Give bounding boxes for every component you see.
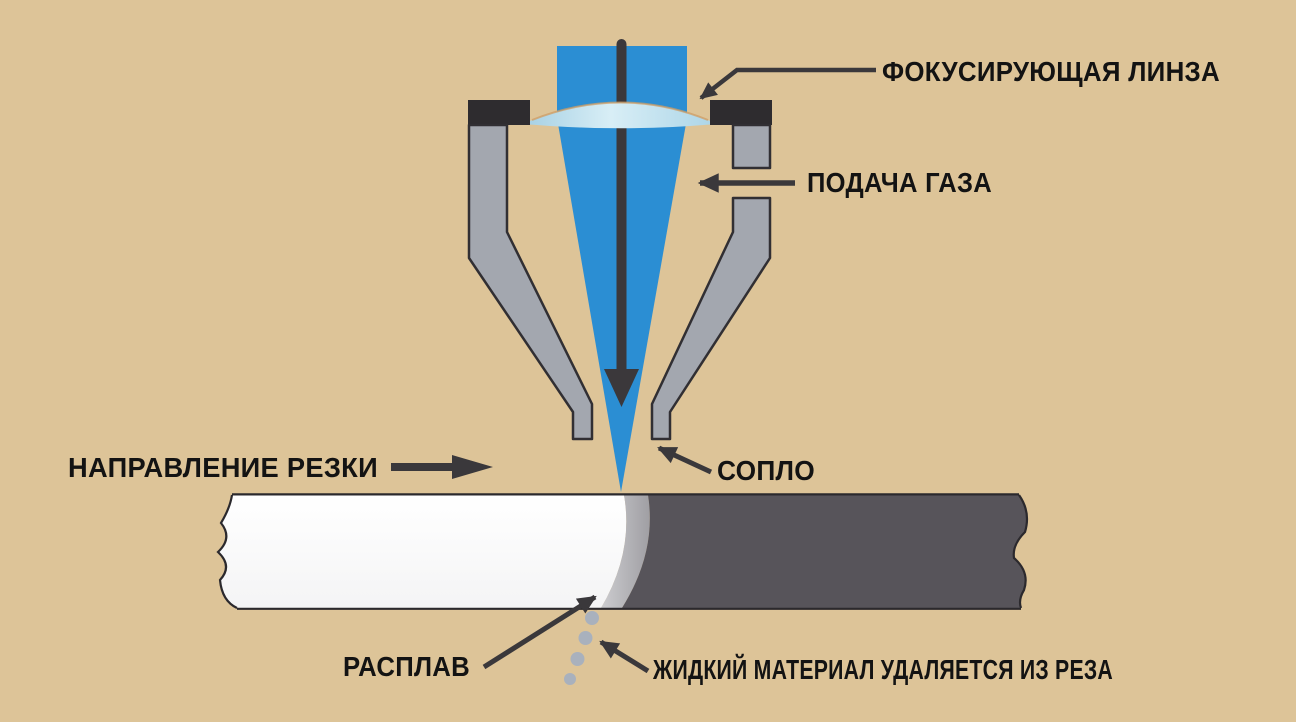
cutting-direction-label: НАПРАВЛЕНИЕ РЕЗКИ xyxy=(68,452,378,483)
nozzle-housing xyxy=(467,123,772,441)
focusing-lens-label: ФОКУСИРУЮЩАЯ ЛИНЗА xyxy=(882,56,1220,87)
melt-droplet xyxy=(585,611,599,625)
cutting-direction-arrow xyxy=(391,455,493,479)
lens-clamp-right xyxy=(710,100,772,125)
nozzle-wall-left xyxy=(467,123,594,441)
melt-label: РАСПЛАВ xyxy=(343,651,470,682)
leader-arrows xyxy=(482,67,876,674)
melt-droplet xyxy=(578,631,593,645)
nozzle-wall-right-upper xyxy=(731,123,772,170)
nozzle-wall-right-lower xyxy=(650,196,772,441)
nozzle-leader-arrow xyxy=(657,445,713,475)
nozzle-label: СОПЛО xyxy=(717,455,815,486)
melt-leader-arrow xyxy=(482,594,597,670)
gas-supply-label: ПОДАЧА ГАЗА xyxy=(807,167,992,198)
lens-clamp-left xyxy=(468,100,530,125)
workpiece-outline xyxy=(216,493,1029,610)
beam-axis-arrowhead xyxy=(604,369,639,407)
melt-front xyxy=(601,495,650,608)
melt-droplets xyxy=(564,611,599,685)
workpiece-uncut-material xyxy=(622,495,1027,608)
focusing-lens-leader-arrow xyxy=(699,67,876,100)
liquid-material-leader-arrow xyxy=(599,639,650,674)
workpiece-torn-left-edge xyxy=(216,494,238,609)
workpiece-cut-section xyxy=(218,495,627,608)
melt-droplet xyxy=(570,652,585,666)
lens-top-highlight xyxy=(531,101,709,121)
melt-droplet xyxy=(564,673,576,685)
focusing-lens xyxy=(530,102,710,129)
liquid-material-label: ЖИДКИЙ МАТЕРИАЛ УДАЛЯЕТСЯ ИЗ РЕЗА xyxy=(652,653,1113,685)
workpiece-torn-right-edge xyxy=(1012,494,1029,609)
